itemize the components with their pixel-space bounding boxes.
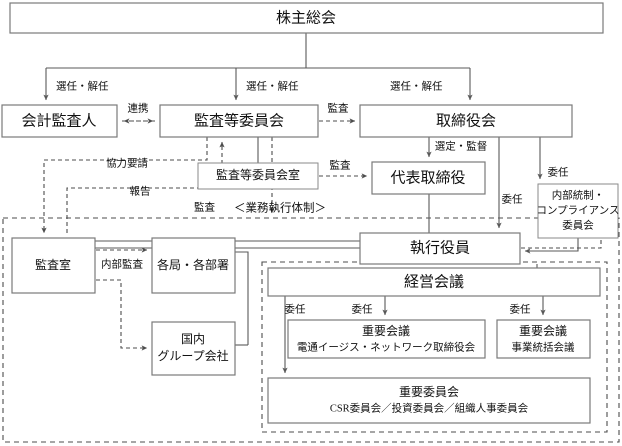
line-dept-down	[235, 251, 249, 305]
label-accounting-auditor: 会計監査人	[21, 112, 96, 129]
label-domestic-group-line2: グループ会社	[157, 348, 228, 363]
label-representative-director: 代表取締役	[390, 169, 465, 186]
arrow-cooperation-request	[41, 137, 208, 234]
label-audit-office: 監査室	[35, 257, 71, 272]
label-appoint-dismiss-3: 選任・解任	[390, 79, 443, 92]
label-important-committee-title: 重要委員会	[399, 385, 459, 399]
node-audit-office[interactable]	[11, 237, 96, 294]
node-audit-committee-office[interactable]	[197, 162, 319, 190]
label-cooperation-request: 協力要請	[106, 156, 148, 169]
node-departments[interactable]	[151, 237, 236, 294]
label-executive-officers: 執行役員	[410, 239, 470, 256]
node-audit-committee[interactable]	[159, 104, 319, 138]
line-exec-to-icc-dash	[521, 238, 602, 249]
label-important-meeting-1-title: 重要会議	[362, 324, 410, 338]
label-management-meeting: 経営会議	[404, 272, 464, 290]
label-cooperation: 連携	[128, 101, 149, 114]
label-departments: 各局・各部署	[157, 257, 229, 272]
label-exec-system-section: ＜業務執行体制＞	[234, 201, 326, 215]
label-shareholders-meeting: 株主総会	[276, 9, 336, 26]
label-audit-board: 監査	[328, 101, 349, 114]
label-important-committee-sub: CSR委員会／投資委員会／組織人事委員会	[330, 401, 529, 414]
label-important-meeting-2-title: 重要会議	[519, 324, 567, 338]
label-board-of-directors: 取締役会	[436, 112, 496, 129]
label-audit-committee: 監査等委員会	[194, 111, 284, 129]
label-delegate-meeting-1: 委任	[352, 302, 373, 315]
label-appoint-dismiss-1: 選任・解任	[56, 79, 109, 92]
node-board-of-directors[interactable]	[359, 104, 573, 138]
label-important-meeting-1-sub: 電通イージス・ネットワーク取締役会	[297, 340, 476, 353]
label-audit-exec-system: 監査	[194, 200, 215, 213]
exec-system-container	[2, 217, 620, 443]
label-icc-line2: コンプライアンス	[536, 204, 619, 216]
label-audit-rep-director: 監査	[330, 158, 351, 171]
node-domestic-group[interactable]	[151, 321, 236, 376]
node-internal-control-committee[interactable]	[537, 183, 619, 239]
label-audit-committee-office: 監査等委員会室	[216, 167, 300, 182]
node-management-meeting[interactable]	[267, 267, 601, 297]
node-executive-officers[interactable]	[359, 232, 521, 265]
label-appoint-dismiss-2: 選任・解任	[246, 79, 299, 92]
label-delegate-internal-control: 委任	[548, 165, 569, 178]
label-delegate-exec-officers: 委任	[502, 192, 523, 205]
node-important-meeting-1[interactable]	[287, 319, 486, 359]
arrow-internal-audit-group	[96, 279, 148, 351]
arrow-icc-to-exec	[524, 238, 579, 254]
label-delegate-meeting-2: 委任	[510, 302, 531, 315]
label-internal-audit: 内部監査	[101, 257, 143, 270]
label-important-meeting-2-sub: 事業統括会議	[512, 340, 575, 353]
label-icc-line3: 委員会	[562, 218, 594, 231]
node-representative-director[interactable]	[371, 161, 486, 195]
label-domestic-group-line1: 国内	[181, 332, 205, 346]
node-accounting-auditor[interactable]	[1, 104, 118, 138]
node-important-committee[interactable]	[267, 377, 591, 424]
arrow-report	[66, 141, 225, 233]
label-select-supervise: 選定・監督	[435, 139, 488, 152]
node-important-meeting-2[interactable]	[496, 319, 591, 359]
node-shareholders-meeting[interactable]	[9, 2, 604, 34]
label-icc-line1: 内部統制・	[552, 188, 605, 201]
label-delegate-committee: 委任	[285, 302, 306, 315]
label-report: 報告	[130, 184, 151, 197]
